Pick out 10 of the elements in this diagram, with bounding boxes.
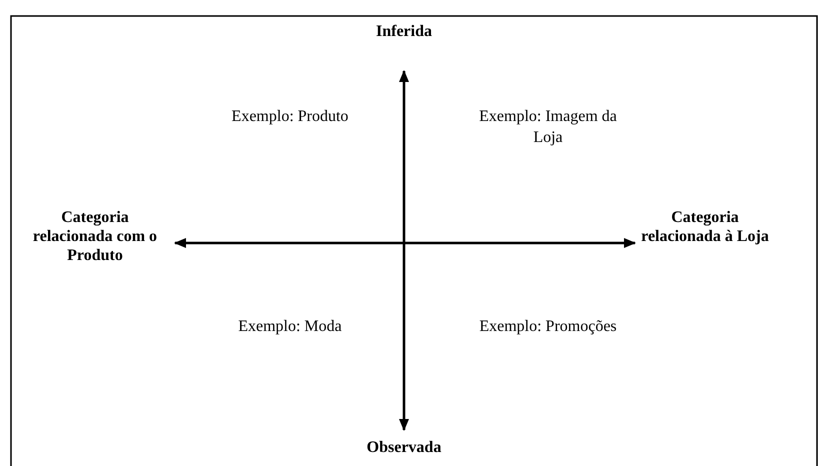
axis-arrow	[399, 70, 409, 431]
example-text: Exemplo: Promoções	[478, 317, 618, 337]
axis-label: Categoria relacionada à Loja	[640, 208, 770, 246]
axis-label: Inferida	[354, 22, 454, 41]
example-text: Exemplo: Imagem da Loja	[478, 107, 618, 148]
axis-label: Observada	[354, 438, 454, 457]
example-text: Exemplo: Produto	[230, 107, 350, 127]
axis-label: Categoria relacionada com o Produto	[30, 208, 160, 265]
axis-arrow	[174, 238, 636, 248]
example-text: Exemplo: Moda	[237, 317, 343, 337]
